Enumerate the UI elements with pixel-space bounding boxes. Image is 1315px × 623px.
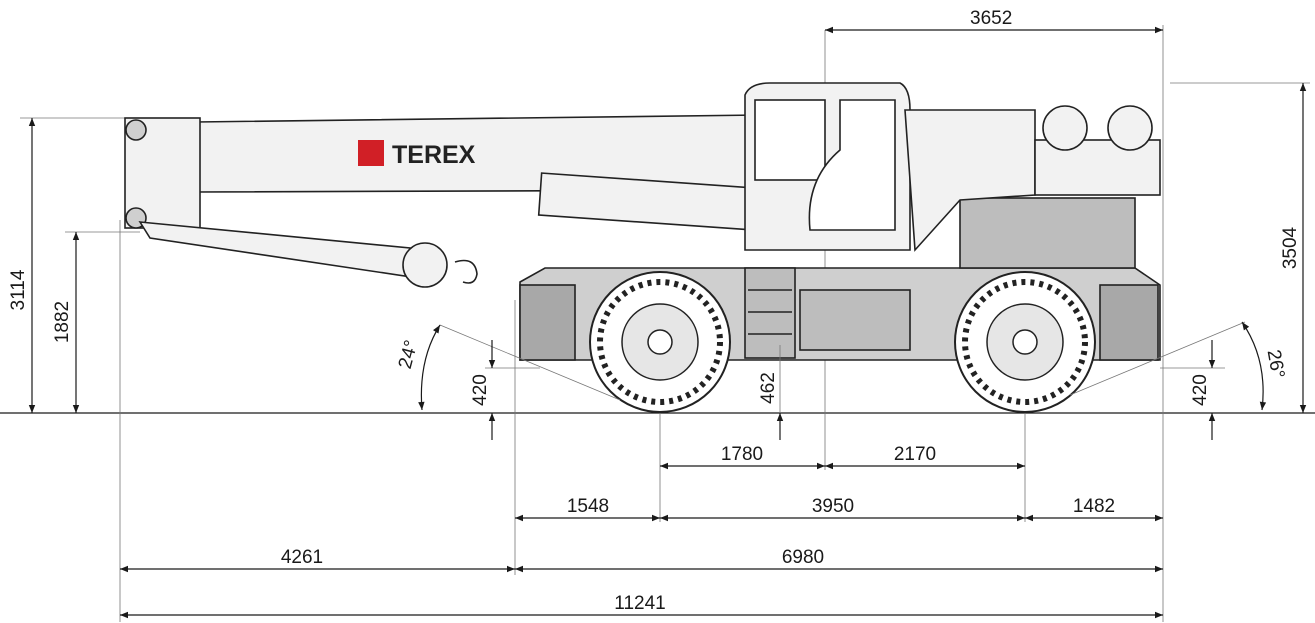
label-hook-height: 1882 — [52, 301, 73, 343]
terex-logo-icon — [358, 140, 384, 166]
departure-angle-line — [1069, 321, 1246, 396]
label-top-width: 3652 — [970, 8, 1012, 29]
brand-name: TEREX — [392, 141, 476, 169]
label-boom-height: 3114 — [8, 269, 29, 310]
boom — [194, 114, 761, 193]
front-outrigger — [519, 284, 576, 361]
dimension-labels: 3652 3114 1882 3504 24° 26° 420 420 462 … — [8, 8, 1301, 614]
front-tire — [589, 271, 731, 413]
crane-body: TEREX — [124, 82, 1267, 413]
label-front-clearance: 420 — [470, 374, 491, 406]
label-rear-overhang: 1482 — [1073, 496, 1115, 517]
ladder-box — [744, 267, 796, 359]
hook-block — [402, 242, 448, 288]
label-boom-overhang: 4261 — [281, 547, 323, 568]
rear-outrigger — [1099, 284, 1159, 361]
counterweight — [1034, 139, 1161, 196]
label-total-length: 11241 — [614, 593, 665, 614]
hook — [454, 259, 478, 284]
hook-rope — [138, 221, 420, 279]
label-front-angle: 24° — [395, 338, 423, 371]
label-front-overhang: 1548 — [567, 496, 609, 517]
dimension-lines — [28, 26, 1307, 619]
front-angle-arc — [418, 324, 441, 411]
label-center-to-rear-axle: 2170 — [894, 444, 936, 465]
label-cab-height: 3504 — [1280, 226, 1301, 269]
engine-hood — [959, 197, 1136, 269]
label-rear-clearance: 420 — [1190, 374, 1211, 406]
label-rear-angle: 26° — [1263, 348, 1289, 380]
label-ground-clearance: 462 — [758, 372, 779, 404]
winch-drum-1 — [1042, 105, 1088, 151]
counterweight-frame — [904, 109, 1036, 252]
cab-door — [808, 99, 896, 231]
center-block — [799, 289, 911, 351]
label-wheelbase: 3950 — [812, 496, 854, 517]
rear-tire — [954, 271, 1096, 413]
rear-angle-arc — [1241, 321, 1267, 411]
label-chassis-length: 6980 — [782, 547, 824, 568]
winch-drum-2 — [1107, 105, 1153, 151]
approach-angle-line — [439, 324, 621, 401]
label-axle-to-center: 1780 — [721, 444, 763, 465]
cab-window-front — [754, 99, 826, 181]
